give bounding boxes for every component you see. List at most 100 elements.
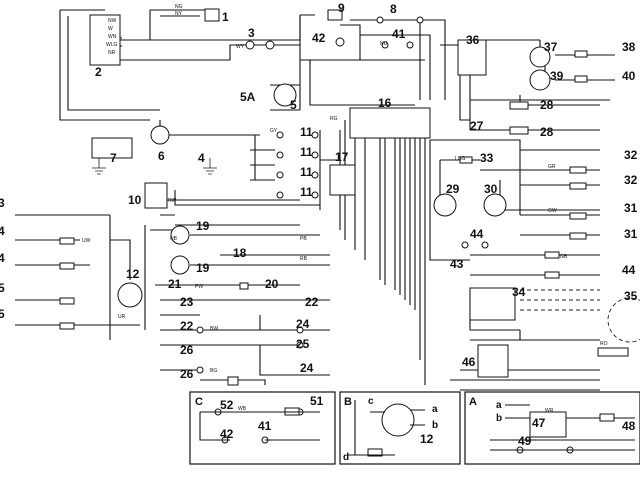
label-12-b: 12 (420, 432, 434, 446)
svg-text:RB: RB (300, 256, 308, 262)
section-a-label: A (469, 396, 477, 408)
svg-text:WLG: WLG (106, 42, 118, 48)
component-symbols (59, 8, 640, 457)
label-28-b: 28 (540, 125, 554, 139)
wire-codes: NG NY NW W WN WLG NR WY NU GY RW UW UR G… (82, 4, 608, 414)
label-4: 4 (198, 151, 205, 165)
label-52: 52 (220, 398, 234, 412)
component-labels: 1 2 3 5A 5 6 7 4 9 8 42 41 36 37 39 38 4… (95, 1, 638, 448)
label-47: 47 (532, 416, 546, 430)
section-wiring (199, 400, 635, 456)
label-8: 8 (390, 2, 397, 16)
label-25: 25 (296, 337, 310, 351)
svg-text:NB: NB (170, 236, 178, 242)
label-38: 38 (622, 40, 636, 54)
label-39: 39 (550, 69, 564, 83)
svg-text:W: W (108, 26, 113, 32)
label-29: 29 (446, 182, 460, 196)
svg-text:NY: NY (175, 11, 183, 17)
terminal-b-a: b (496, 413, 502, 424)
label-26-a: 26 (180, 343, 194, 357)
svg-text:GR: GR (548, 164, 556, 170)
label-10: 10 (128, 193, 142, 207)
label-23: 23 (180, 295, 194, 309)
edge-label-4b: 4 (0, 251, 5, 265)
svg-text:UR: UR (118, 314, 126, 320)
label-7: 7 (110, 151, 117, 165)
label-1: 1 (222, 10, 229, 24)
label-49: 49 (518, 434, 532, 448)
svg-text:NR: NR (108, 50, 116, 56)
label-46: 46 (462, 355, 476, 369)
svg-text:LGG: LGG (455, 156, 466, 162)
svg-text:RW: RW (168, 198, 177, 204)
label-42-c: 42 (220, 427, 234, 441)
label-3: 3 (248, 26, 255, 40)
label-19-a: 19 (196, 219, 210, 233)
label-19-b: 19 (196, 261, 210, 275)
svg-text:WR: WR (545, 408, 554, 414)
label-33: 33 (480, 151, 494, 165)
edge-label-5b: 5 (0, 307, 5, 321)
label-24-a: 24 (296, 317, 310, 331)
svg-text:UW: UW (82, 238, 91, 244)
svg-text:NU: NU (380, 41, 388, 47)
label-32-a: 32 (624, 148, 638, 162)
svg-text:WY: WY (236, 44, 245, 50)
terminal-a-b: a (432, 404, 438, 415)
label-31-b: 31 (624, 227, 638, 241)
svg-text:WB: WB (238, 406, 247, 412)
left-edge-labels: 3 4 4 5 5 (0, 196, 5, 321)
svg-text:NW: NW (108, 18, 117, 24)
label-28-a: 28 (540, 98, 554, 112)
label-24-b: 24 (300, 361, 314, 375)
label-51: 51 (310, 394, 324, 408)
label-5: 5 (290, 98, 297, 112)
label-44-a: 44 (470, 227, 484, 241)
label-27: 27 (470, 119, 484, 133)
svg-text:GY: GY (270, 128, 278, 134)
label-26-b: 26 (180, 367, 194, 381)
edge-label-4a: 4 (0, 224, 5, 238)
wiring-lines (15, 9, 615, 391)
section-c-label: C (195, 396, 203, 408)
label-6: 6 (158, 149, 165, 163)
terminal-b-b: b (432, 420, 438, 431)
label-21: 21 (168, 277, 182, 291)
svg-text:PW: PW (195, 284, 203, 290)
label-17: 17 (335, 150, 349, 164)
label-5a: 5A (240, 90, 256, 104)
label-11-d: 11 (300, 185, 313, 199)
edge-label-3: 3 (0, 196, 5, 210)
label-11-b: 11 (300, 145, 313, 159)
label-12: 12 (126, 267, 140, 281)
terminal-d: d (343, 452, 349, 463)
edge-label-5a: 5 (0, 281, 5, 295)
svg-text:RO: RO (600, 341, 608, 347)
section-frames (189, 391, 640, 465)
svg-text:BG: BG (210, 368, 217, 374)
label-11-a: 11 (300, 125, 313, 139)
label-36: 36 (466, 33, 480, 47)
label-22-b: 22 (305, 295, 319, 309)
svg-text:GB: GB (560, 254, 568, 260)
label-9: 9 (338, 1, 345, 15)
label-44-b: 44 (622, 263, 636, 277)
label-34: 34 (512, 285, 526, 299)
label-31-a: 31 (624, 201, 638, 215)
svg-text:NG: NG (175, 4, 183, 10)
label-42-top: 42 (312, 31, 326, 45)
label-11-c: 11 (300, 165, 313, 179)
label-35: 35 (624, 289, 638, 303)
svg-text:GW: GW (548, 208, 557, 214)
svg-text:PB: PB (300, 236, 307, 242)
label-41-c: 41 (258, 419, 272, 433)
terminal-a-a: a (496, 400, 502, 411)
terminal-c: c (368, 396, 374, 407)
label-20: 20 (265, 277, 279, 291)
svg-text:BW: BW (210, 326, 218, 332)
svg-text:WN: WN (108, 34, 117, 40)
label-32-b: 32 (624, 173, 638, 187)
label-16: 16 (378, 96, 392, 110)
